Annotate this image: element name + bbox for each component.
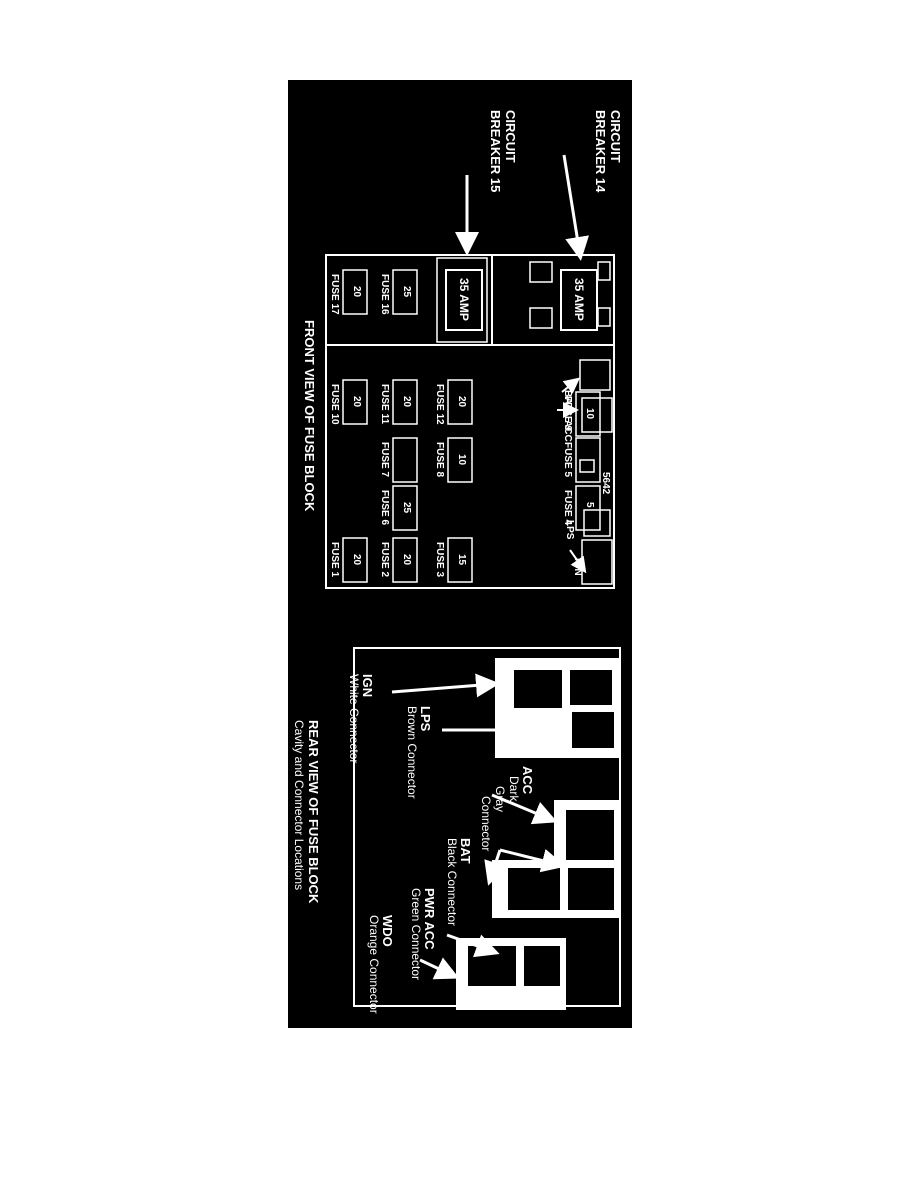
fuse-label-1: FUSE 1 — [329, 542, 340, 578]
fuse-body-7 — [392, 437, 418, 483]
acc-connector-desc3: Connector — [479, 796, 493, 852]
ign-terminal-shape — [581, 539, 613, 585]
fuse-label-13: FUSE 16 — [379, 274, 390, 315]
rear-connector-lps-block — [562, 705, 620, 755]
fuse-rating-14: 20 — [351, 286, 362, 298]
fuse-label-5: FUSE 5 — [562, 442, 573, 478]
wdo-connector-code: WDO — [380, 915, 395, 947]
fuse-body-12 — [447, 379, 473, 425]
fuse-rating-6: 25 — [401, 502, 412, 514]
fuse-body-3 — [447, 537, 473, 583]
rear-view-title: REAR VIEW OF FUSE BLOCK — [306, 720, 321, 904]
bat-connector-desc: Black Connector — [445, 838, 459, 927]
fuse-body-2 — [392, 537, 418, 583]
wdo-connector-desc: Orange Connector — [367, 915, 381, 1014]
fuse-rating-10: 20 — [351, 396, 362, 408]
fuse-rating-8: 10 — [456, 454, 467, 466]
pwr-acc-connector-code: PWR ACC — [422, 888, 437, 950]
fuse-label-4: FUSE 4 — [562, 490, 573, 526]
ign-connector-desc: White Connector — [347, 674, 361, 764]
lps-connector-code: LPS — [418, 706, 433, 732]
part-number-label: 5642 — [600, 472, 611, 495]
fuse-rating-12: 20 — [456, 396, 467, 408]
circuit-breaker-14-body — [560, 269, 598, 331]
fuse-label-12: FUSE 12 — [434, 384, 445, 425]
rear-connector-pwr-acc-wdo-block — [456, 938, 566, 1010]
fuse-rating-4: 5 — [584, 502, 595, 508]
fuse-label-11: FUSE 11 — [379, 384, 390, 425]
fuse-label-10: FUSE 10 — [329, 384, 340, 425]
fuse-block-panel: CIRCUIT BREAKER 14 CIRCUIT BREAKER 15 35… — [288, 80, 632, 1028]
ign-terminal-label: IGN — [572, 558, 583, 576]
fuse-label-6: FUSE 6 — [379, 490, 390, 526]
fuse-rating-9: 10 — [584, 408, 595, 420]
bat-connector-code: BAT — [458, 838, 473, 864]
fuse-rating-2: 20 — [401, 554, 412, 566]
fuse-body-5 — [575, 437, 601, 483]
fuse-body-4 — [575, 485, 601, 531]
fuse-label-3: FUSE 3 — [434, 542, 445, 578]
fuse-body-11 — [392, 379, 418, 425]
rear-connector-bat-block — [492, 860, 620, 918]
circuit-breaker-15-housing — [436, 257, 488, 343]
front-view-title: FRONT VIEW OF FUSE BLOCK — [302, 320, 317, 512]
diagram-drawing — [325, 154, 621, 1010]
cb15-label-line2: BREAKER 15 — [488, 110, 503, 193]
fuse-label-9: FUSE 9 — [562, 396, 573, 432]
fuse-body-8 — [447, 437, 473, 483]
fuse-label-7: FUSE 7 — [379, 442, 390, 478]
fuse-body-6 — [392, 485, 418, 531]
circuit-breaker-15-body — [445, 269, 483, 331]
fuse-rating-13: 25 — [401, 286, 412, 298]
cb14-label-line2: BREAKER 14 — [593, 110, 608, 193]
acc-connector-code: ACC — [520, 766, 535, 795]
acc-connector-desc1: Dark — [507, 776, 521, 802]
cb15-label-line1: CIRCUIT — [503, 110, 518, 163]
fuse-body-14 — [342, 269, 368, 315]
fuse-label-8: FUSE 8 — [434, 442, 445, 478]
lps-bat-connector-shape — [579, 359, 611, 391]
cb15-rating: 35 AMP — [457, 278, 471, 321]
fuse-rating-1: 20 — [351, 554, 362, 566]
lps-connector-desc: Brown Connector — [405, 706, 419, 799]
fuse-label-2: FUSE 2 — [379, 542, 390, 578]
acc-connector-desc2: Gray — [493, 786, 507, 813]
rotated-diagram: CIRCUIT BREAKER 14 CIRCUIT BREAKER 15 35… — [288, 80, 632, 1028]
lps-terminal-shape — [583, 509, 611, 537]
fuse-label-14: FUSE 17 — [329, 274, 340, 315]
fuse-body-10 — [342, 379, 368, 425]
fuse-body-13 — [392, 269, 418, 315]
cb14-label-line1: CIRCUIT — [608, 110, 623, 163]
fuse-rating-3: 15 — [456, 554, 467, 566]
cb14-arrow — [562, 154, 590, 261]
pwr-acc-connector-desc: Green Connector — [409, 888, 423, 981]
ign-connector-code: IGN — [360, 674, 375, 698]
fuse-body-1 — [342, 537, 368, 583]
cb14-rating: 35 AMP — [572, 278, 586, 321]
rear-view-subtitle: Cavity and Connector Locations — [292, 720, 306, 891]
fuse-rating-11: 20 — [401, 396, 412, 408]
